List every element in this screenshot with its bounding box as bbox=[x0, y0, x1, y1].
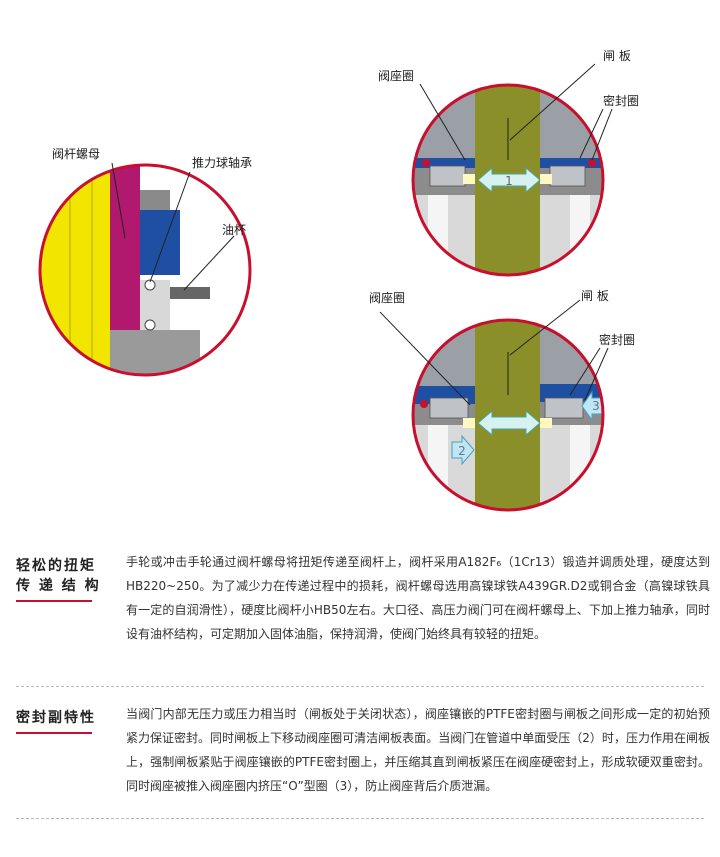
section-body: 手轮或冲击手轮通过阀杆螺母将扭矩传递至阀杆上，阀杆采用A182F₆（1Cr13）… bbox=[126, 555, 710, 641]
label-gate-bottom: 闸 板 bbox=[581, 289, 609, 303]
section-underline bbox=[16, 732, 92, 734]
section-title-line: 传 递 结 构 bbox=[16, 578, 101, 594]
label-stem-nut: 阀杆螺母 bbox=[52, 147, 100, 161]
section-title: 轻松的扭矩 传 递 结 构 bbox=[16, 556, 101, 596]
divider bbox=[16, 686, 704, 687]
seal-detail-top: 1 bbox=[411, 63, 613, 277]
marker-1: 1 bbox=[505, 174, 513, 188]
label-thrust-bearing: 推力球轴承 bbox=[192, 155, 252, 170]
section-title-line: 轻松的扭矩 bbox=[16, 558, 96, 574]
section-title: 密封副特性 bbox=[16, 708, 96, 728]
section-sealing: 密封副特性 当阀门内部无压力或压力相当时（闸板处于关闭状态），阀座镶嵌的PTFE… bbox=[0, 700, 720, 810]
stem-nut-detail bbox=[38, 162, 252, 377]
section-underline bbox=[16, 600, 92, 602]
seal-detail-bottom: 2 3 bbox=[379, 299, 609, 512]
divider bbox=[16, 818, 704, 819]
section-title-line: 密封副特性 bbox=[16, 710, 96, 726]
label-seal-bottom: 密封圈 bbox=[599, 332, 635, 347]
label-seat-top: 阀座圈 bbox=[378, 68, 414, 83]
label-seat-bottom: 阀座圈 bbox=[369, 290, 405, 305]
label-gate-top: 闸 板 bbox=[603, 49, 631, 63]
section-body: 当阀门内部无压力或压力相当时（闸板处于关闭状态），阀座镶嵌的PTFE密封圈与闸板… bbox=[126, 707, 710, 793]
label-seal-top: 密封圈 bbox=[603, 93, 639, 108]
label-oil-cup: 油杯 bbox=[222, 223, 246, 237]
diagram-area: 1 2 bbox=[38, 49, 639, 512]
section-torque: 轻松的扭矩 传 递 结 构 手轮或冲击手轮通过阀杆螺母将扭矩传递至阀杆上，阀杆采… bbox=[0, 548, 720, 658]
marker-2: 2 bbox=[458, 444, 466, 458]
marker-3: 3 bbox=[592, 399, 600, 413]
